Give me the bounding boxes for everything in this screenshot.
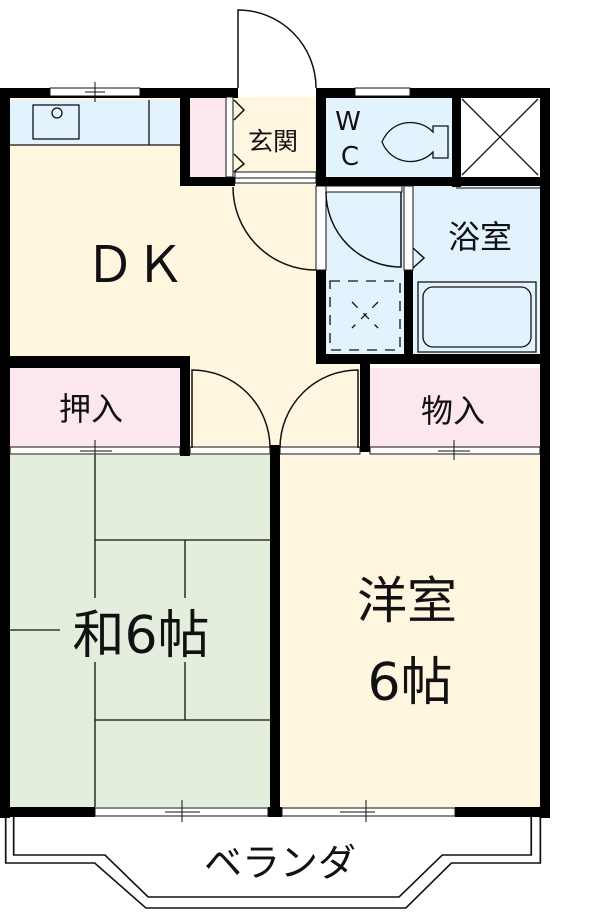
kitchen-sink-icon [32,104,80,140]
entrance-label: 玄関 [248,127,298,156]
japanese-room-label: 和6帖 [72,606,209,666]
shoe-storage [190,97,226,177]
entrance-floor [230,97,318,179]
wc-label-w: W [335,107,361,137]
closet-right-label: 物入 [421,392,485,430]
bathtub-icon [417,281,537,353]
wc-floor [325,97,453,177]
balcony-label: ベランダ [204,841,356,885]
closet-left-floor [10,368,180,448]
label-backdrop [62,600,220,660]
balcony [4,815,542,909]
closet-left-label: 押入 [59,390,123,428]
wc-label-c: C [341,142,359,172]
western-room-label-1: 洋室 [357,572,457,630]
doors [191,9,426,449]
closet-right-floor [370,368,540,448]
windows [9,82,541,822]
western-room-floor [280,455,540,807]
bath-label: 浴室 [448,218,512,256]
bath-floor [413,185,540,355]
washer-space-icon [329,280,401,351]
tatami-lines [10,455,270,807]
labels: ＤＫ 玄関 W C 浴室 押入 物入 和6帖 洋室 6帖 ベランダ [59,107,512,885]
toilet-icon [381,121,449,163]
front-door-swing [237,9,317,89]
western-room-label-2: 6帖 [367,653,452,713]
dk-label: ＤＫ [85,236,185,294]
kitchen-counter [10,100,180,145]
washroom-floor [325,185,405,355]
fixtures [10,98,539,353]
